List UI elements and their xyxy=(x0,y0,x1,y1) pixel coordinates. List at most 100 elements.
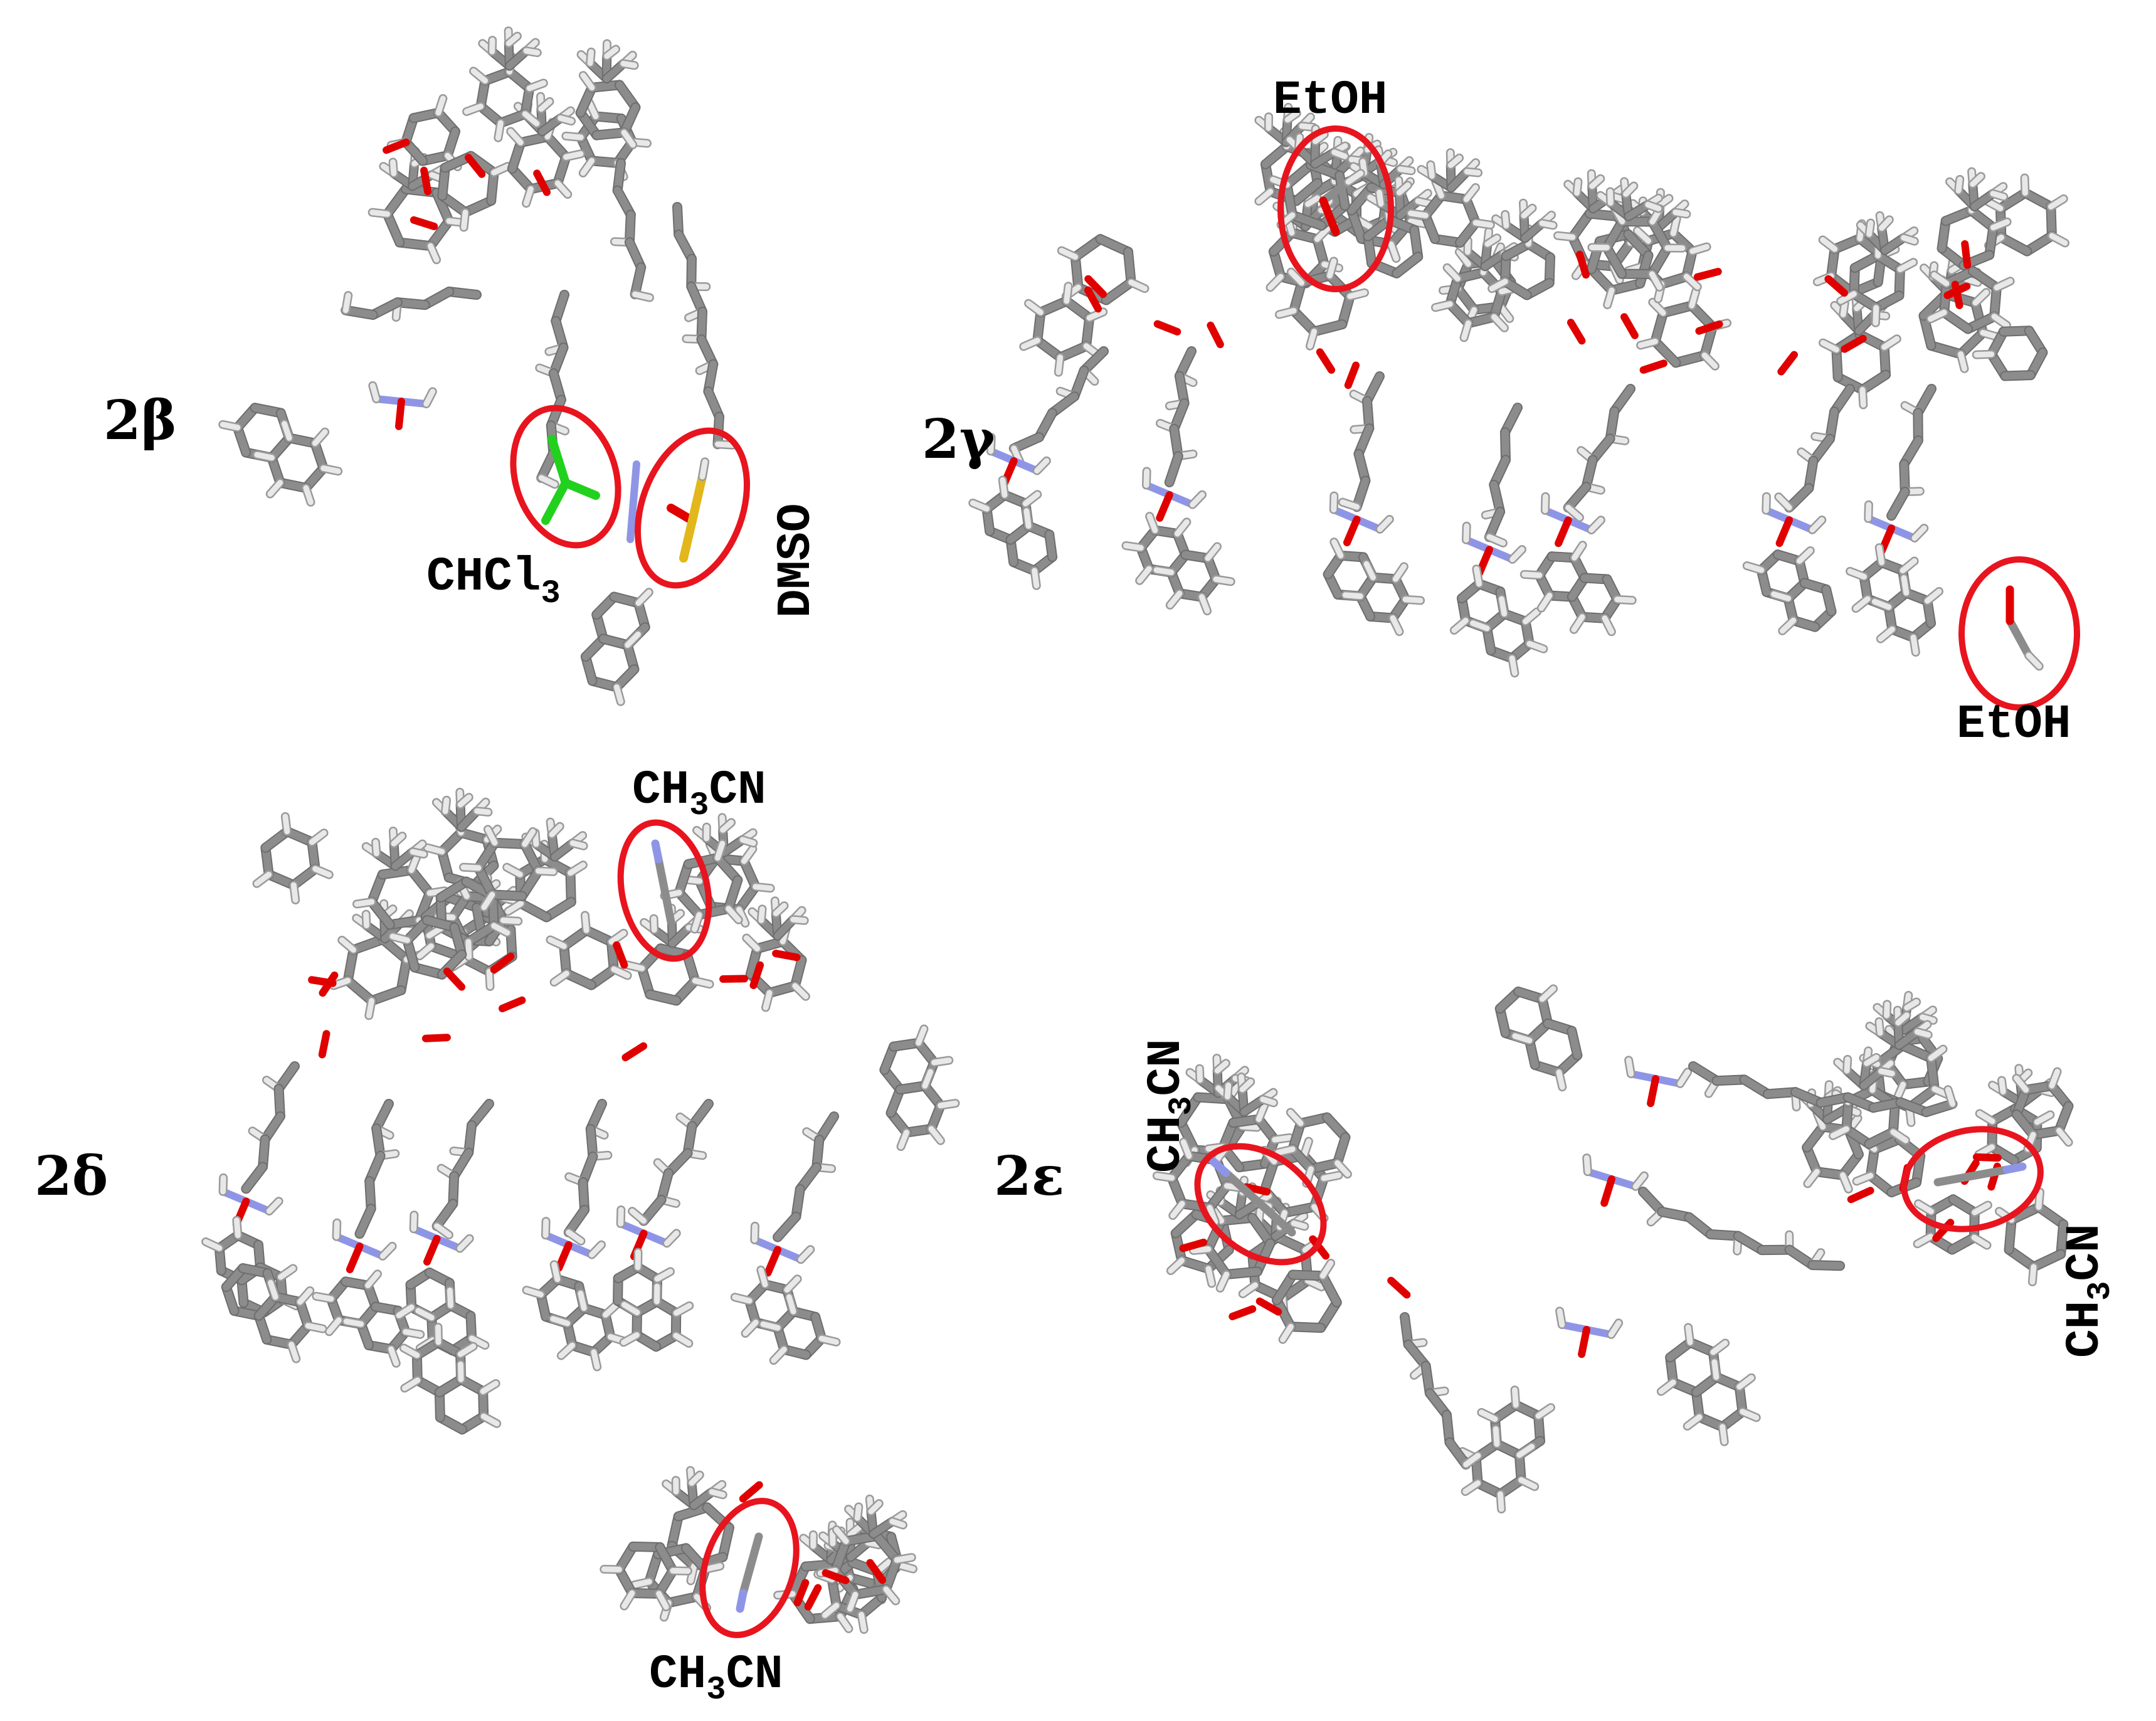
hydrogen-bond xyxy=(578,1290,587,1311)
hydrogen-bond xyxy=(1288,269,1305,286)
hydrogen-bond xyxy=(1396,182,1411,196)
ring-bond xyxy=(832,1537,850,1575)
hydrogen-bond xyxy=(1154,1173,1175,1181)
ether-oxygen-bond xyxy=(1229,1305,1257,1320)
ring-bond xyxy=(563,970,595,989)
dmso-s-bond xyxy=(688,472,707,525)
hydrogen-bond xyxy=(2048,196,2067,210)
ring-bond xyxy=(1393,253,1422,277)
ring-bond xyxy=(1603,243,1626,278)
solvent-molecules xyxy=(541,169,2044,1613)
hydrogen-bond xyxy=(1521,205,1535,219)
hydrogen-bond xyxy=(458,1361,464,1382)
hydrogen-bond xyxy=(1128,279,1148,292)
hydrogen-bond xyxy=(410,849,427,857)
ether-oxygen-bond xyxy=(421,1034,451,1042)
highlight-mecn-left xyxy=(1194,1143,1327,1266)
hydrogen-bond xyxy=(1408,210,1429,219)
hydrogen-bond xyxy=(1055,354,1064,376)
hydrogen-bond xyxy=(651,916,657,933)
chcl3-cl-bond xyxy=(547,435,570,487)
hydrogen-bond xyxy=(1649,271,1662,290)
hydrogen-bond xyxy=(1879,216,1893,231)
chain-bond xyxy=(1165,452,1182,486)
hydrogen-bond xyxy=(491,923,510,936)
hydrogen-bond xyxy=(1634,228,1651,244)
hydrogen-bond xyxy=(1945,1086,1955,1107)
hydrogen-bond xyxy=(1894,1081,1906,1101)
hydrogen-bond xyxy=(1771,591,1791,601)
hydrogen-bond xyxy=(670,1567,691,1574)
chain-bond xyxy=(356,1205,375,1238)
hydrogen-bond xyxy=(481,891,495,911)
hydrogen-bond xyxy=(1000,477,1008,498)
ether-oxygen-bond xyxy=(465,154,486,178)
hydrogen-bond xyxy=(1217,1271,1230,1291)
hydrogen-bond xyxy=(922,1069,934,1089)
solvent-highlights xyxy=(510,125,2080,1638)
hydrogen-bond xyxy=(1174,519,1190,537)
ring-bond xyxy=(1204,1217,1225,1253)
hydrogen-bond xyxy=(896,1562,916,1572)
hydrogen-bond xyxy=(1963,277,1981,285)
hydrogen-bond xyxy=(1890,1129,1909,1143)
hydrogen-bond xyxy=(1974,351,1995,358)
hydrogen-bond xyxy=(1136,566,1152,584)
ring-bond xyxy=(593,129,628,139)
hydrogen-bond xyxy=(1153,567,1175,576)
highlight-etoh-right xyxy=(1958,556,2080,711)
ether-oxygen-bond xyxy=(822,1569,850,1584)
hydrogen-bond xyxy=(611,966,631,978)
hydrogen-bond xyxy=(2029,1264,2037,1285)
hydrogen-bond xyxy=(1901,235,1918,245)
hydrogen-bond xyxy=(1711,1359,1720,1380)
hydrogen-bond xyxy=(1190,492,1205,508)
hydrogen-bond xyxy=(624,962,645,972)
ring-bond xyxy=(1249,1214,1274,1247)
hydrogen-bond xyxy=(1672,209,1689,217)
hydrogen-bond xyxy=(1509,546,1525,563)
solvent-label-mecn-right-sub: 3 xyxy=(2082,1281,2119,1301)
chain-bond xyxy=(1564,483,1590,512)
ring-bond xyxy=(668,1512,682,1550)
hydrogen-bond xyxy=(1683,273,1701,290)
hydrogen-bond xyxy=(1854,1173,1874,1184)
hydrogen-bond xyxy=(847,1525,862,1538)
hydrogen-bond xyxy=(1763,494,1770,514)
hydrogen-bond xyxy=(1402,596,1424,603)
ring-bond xyxy=(1865,1128,1897,1148)
hydrogen-bond xyxy=(1871,598,1892,610)
ring-bond xyxy=(873,1532,901,1564)
hydrogen-bond xyxy=(1539,986,1556,1002)
chcl3-cl-bond xyxy=(541,479,570,525)
hydrogen-bond xyxy=(1895,1012,1910,1026)
chain-bond xyxy=(1922,1100,1957,1116)
hydrogen-bond xyxy=(554,180,571,198)
hydrogen-bond xyxy=(569,840,587,849)
urea-o-bond xyxy=(423,1234,441,1266)
hydrogen-bond xyxy=(1319,1260,1334,1279)
hydrogen-bond xyxy=(388,1346,399,1367)
hydrogen-bond xyxy=(580,72,595,91)
ether-oxygen-bond xyxy=(613,941,628,969)
urea-o-bond xyxy=(1156,491,1173,522)
hydrogen-bond xyxy=(480,1413,500,1427)
hydrogen-bond xyxy=(1796,548,1814,564)
hydrogen-bond xyxy=(1607,189,1614,206)
hydrogen-bond xyxy=(491,163,510,176)
hydrogen-bond xyxy=(1684,1414,1703,1429)
hydrogen-bond xyxy=(1484,235,1500,247)
hydrogen-bond xyxy=(854,1504,862,1521)
hydrogen-bond xyxy=(1331,539,1344,559)
hydrogen-bond xyxy=(1472,220,1494,228)
hydrogen-bond xyxy=(931,1057,952,1066)
hydrogen-bond xyxy=(1486,534,1506,546)
ether-oxygen-bond xyxy=(1847,1187,1874,1204)
hydrogen-bond xyxy=(1820,340,1839,352)
hydrogen-bond xyxy=(1911,525,1927,541)
hydrogen-bond xyxy=(220,1175,226,1195)
solvent-label-mecn-left-tail: CN xyxy=(1139,1039,1193,1096)
hydrogen-bond xyxy=(613,684,624,705)
panel-2beta-molecule xyxy=(218,26,737,706)
ring-bond xyxy=(1997,233,2031,255)
